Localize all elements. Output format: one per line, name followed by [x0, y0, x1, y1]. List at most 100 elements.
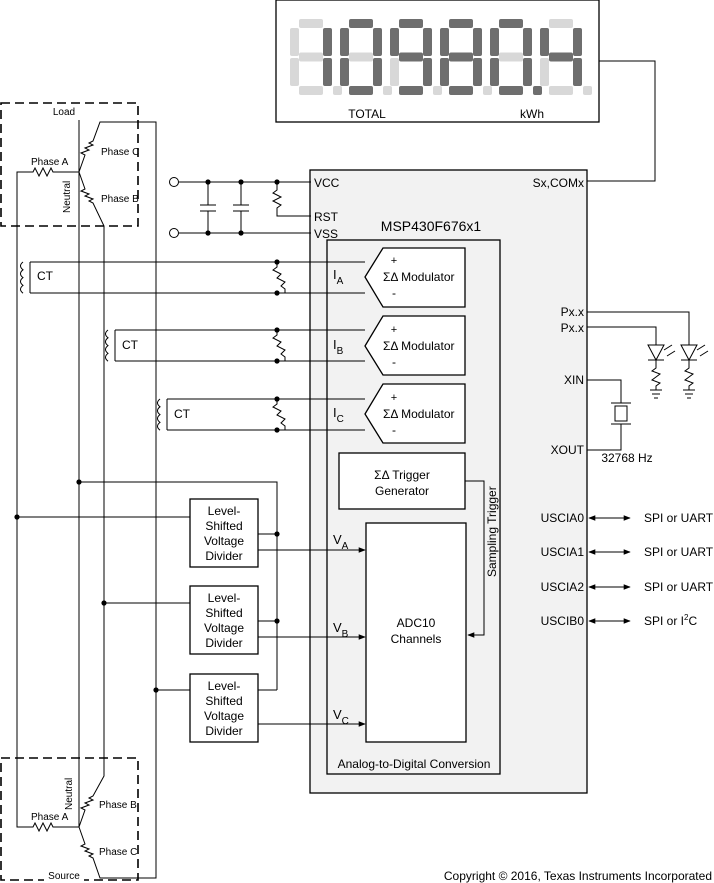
svg-text:Level-: Level- [208, 504, 241, 518]
pin-vss: VSS [314, 227, 338, 241]
copyright: Copyright © 2016, Texas Instruments Inco… [444, 869, 712, 883]
burden-resistor-a [272, 262, 286, 293]
trigger-generator-line1: ΣΔ Trigger [374, 468, 430, 482]
voltage-divider-c: Level- Shifted Voltage Divider [189, 673, 259, 743]
uscia2-protocol: SPI or UART [644, 580, 714, 594]
load-phase-b-label: Phase B [101, 194, 139, 205]
source-phase-a-label: Phase A [31, 812, 69, 823]
svg-text:Shifted: Shifted [205, 694, 242, 708]
lcd-segment [373, 28, 382, 56]
load-phase-c-label: Phase C [101, 147, 139, 158]
ct-c-leads [167, 398, 365, 431]
lcd-label-unit: kWh [520, 107, 544, 121]
svg-text:Voltage: Voltage [204, 709, 244, 723]
load-neutral-label: Neutral [62, 181, 73, 213]
lcd-decimal-point [433, 86, 442, 95]
lcd-segment [423, 58, 432, 86]
lcd-segment [523, 58, 532, 86]
voltage-input-a-label: VA [333, 532, 349, 552]
lcd-decimal-point [333, 86, 342, 95]
led-1 [647, 344, 676, 399]
load-phase-b-resistor [78, 171, 105, 603]
led-wires [587, 311, 690, 345]
svg-text:Voltage: Voltage [204, 534, 244, 548]
lcd-digit [340, 19, 392, 95]
current-input-a-label: IA [333, 267, 344, 287]
crystal-frequency: 32768 Hz [601, 451, 652, 465]
voltage-input-c-label: VC [333, 707, 349, 727]
uscia1-protocol: SPI or UART [644, 545, 714, 559]
trigger-generator-line2: Generator [375, 484, 429, 498]
source-neutral-label: Neutral [64, 778, 75, 810]
lcd-segment [499, 52, 523, 62]
load-box [0, 102, 139, 227]
sampling-trigger-label: Sampling Trigger [485, 486, 499, 577]
ct-channel-b: CT [105, 327, 365, 364]
lcd-decimal-point [383, 86, 392, 95]
source-phase-c-label: Phase C [99, 847, 137, 858]
svg-text:Level-: Level- [208, 591, 241, 605]
lcd-segment [349, 52, 373, 62]
adc-section-box [326, 239, 501, 775]
pin-uscia0: USCIA0 [541, 511, 585, 525]
svg-text:Voltage: Voltage [204, 621, 244, 635]
sd-modulator-b: + - ΣΔ Modulator [364, 315, 466, 376]
lcd-segment [499, 86, 523, 95]
svg-text:+: + [391, 392, 397, 404]
lcd-segment [299, 86, 323, 95]
lcd-label-total: TOTAL [348, 107, 386, 121]
ct-coil-b [105, 329, 116, 362]
lcd-segment [290, 58, 299, 86]
load-phase-c-resistor [78, 121, 157, 690]
led-2 [680, 344, 709, 399]
reset-pullup-resistor [271, 182, 311, 217]
voltage-divider-b: Level- Shifted Voltage Divider [189, 585, 259, 655]
pin-uscia2: USCIA2 [541, 580, 585, 594]
svg-text:Divider: Divider [205, 549, 242, 563]
sd-modulator-c: + - ΣΔ Modulator [364, 383, 466, 444]
ct-coil-c [157, 398, 168, 431]
lcd-segment [449, 86, 473, 95]
lcd-segment [390, 58, 399, 86]
lcd-segment [373, 58, 382, 86]
sampling-trigger-wire [465, 480, 485, 638]
mcu-name: MSP430F676x1 [381, 218, 482, 234]
pin-xin: XIN [564, 373, 584, 387]
ct-channel-c: CT [157, 396, 365, 433]
lcd-segment [349, 19, 373, 28]
uscib0-protocol: SPI or I2C [644, 613, 697, 628]
ct-b-leads [115, 329, 365, 362]
lcd-segment [290, 28, 299, 56]
voltage-input-b-label: VB [333, 620, 349, 640]
svg-text:-: - [392, 423, 396, 437]
lcd-segment [390, 28, 399, 56]
pin-vcc: VCC [314, 176, 340, 190]
lcd-segment [449, 52, 473, 62]
svg-text:Shifted: Shifted [205, 519, 242, 533]
source-phase-a-resistor [16, 517, 79, 833]
source-phase-c-resistor [78, 690, 157, 879]
lcd-segment [540, 58, 549, 86]
voltage-divider-a: Level- Shifted Voltage Divider [189, 498, 259, 568]
lcd-digit [440, 19, 492, 95]
lcd-segment [340, 28, 349, 56]
ct-coil-a [20, 261, 31, 294]
burden-resistor-c [272, 399, 286, 430]
svg-text:Divider: Divider [205, 724, 242, 738]
svg-text:+: + [391, 255, 397, 267]
current-input-b-label: IB [333, 337, 344, 357]
adc10-box [365, 522, 467, 743]
lcd-decimal-point [533, 86, 542, 95]
ct-channel-a: CT [20, 259, 365, 296]
lcd-segment [399, 52, 423, 62]
current-input-c-label: IC [333, 405, 344, 425]
lcd-segment [299, 19, 323, 28]
sd-modulator-a-label: ΣΔ Modulator [383, 270, 455, 284]
lcd-digits [290, 19, 592, 95]
vss-terminal [169, 228, 179, 238]
burden-resistor-b [272, 330, 286, 361]
adc-section-label: Analog-to-Digital Conversion [338, 757, 491, 771]
source-phase-b-resistor [78, 603, 105, 828]
lcd-segment [323, 58, 332, 86]
